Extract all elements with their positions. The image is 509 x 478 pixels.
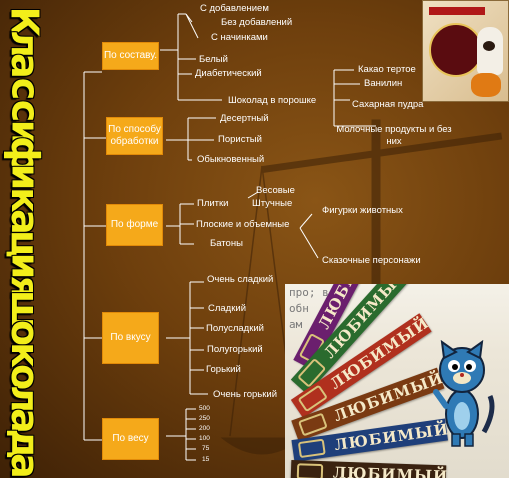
weight-item: 100 (199, 435, 210, 442)
wrapper-orange (471, 73, 501, 97)
wrapper-strip (429, 7, 485, 15)
page-text: обн (289, 302, 309, 315)
category-label: По весу (112, 433, 149, 444)
powder-component: Какао тертое (358, 64, 416, 75)
category-label: По способу обработки (108, 124, 161, 147)
title-letter: а (3, 53, 47, 80)
category-taste-box: По вкусу (102, 312, 159, 364)
category-label: По форме (110, 219, 159, 230)
category-processing-box: По способу обработки (106, 117, 163, 155)
taste-item: Полусладкий (206, 323, 264, 334)
title-letter: с (3, 99, 47, 123)
powder-component: Сахарная пудра (352, 99, 424, 110)
page-text: про; в (289, 286, 329, 299)
cat-mascot-icon (433, 340, 495, 447)
weight-item: 250 (199, 415, 210, 422)
shape-subtype: Сказочные персонажи (322, 255, 421, 266)
taste-item: Горький (206, 364, 241, 375)
weight-item: 75 (202, 445, 210, 452)
composition-item: С добавлением (200, 3, 269, 14)
processing-item: Обыкновенный (197, 154, 265, 165)
cow-spot (483, 41, 495, 51)
category-composition-box: По составу. (102, 42, 159, 70)
weight-item: 200 (199, 425, 210, 432)
shape-subtype: Фигурки животных (322, 205, 403, 216)
chocolate-wrapper-photo (422, 0, 509, 102)
powder-component: Ванилин (364, 78, 403, 89)
processing-item: Пористый (218, 134, 262, 145)
taste-item: Полугорький (207, 344, 263, 355)
shape-item: Батоны (210, 238, 243, 249)
cow-figure (477, 27, 503, 75)
composition-item: Диабетический (195, 68, 262, 79)
shape-item: Плоские и объемные (196, 219, 290, 230)
shape-item: Весовые (256, 185, 295, 196)
taste-item: Сладкий (208, 303, 246, 314)
composition-item: Без добавлений (221, 17, 293, 28)
title-letter: а (3, 452, 47, 478)
shape-item: Штучные (252, 198, 293, 209)
processing-item: Десертный (220, 113, 269, 124)
category-shape-box: По форме (106, 204, 163, 246)
chocolate-bar: ЛЮБИМЫЙ (290, 460, 449, 478)
category-label: По составу. (103, 50, 158, 61)
powder-component: Молочные продукты и без них (336, 124, 452, 147)
taste-item: Очень горький (213, 389, 277, 400)
weight-item: 500 (199, 405, 210, 412)
title-letter: с (3, 77, 47, 100)
weight-item: 15 (202, 456, 210, 463)
wrapper-emblem (429, 23, 483, 77)
shape-item: Плитки (197, 198, 229, 209)
page-text: ам (289, 318, 303, 331)
composition-item: С начинками (211, 32, 268, 43)
composition-item: Шоколад в порошке (228, 95, 317, 106)
category-weight-box: По весу (102, 418, 159, 460)
composition-item: Белый (199, 54, 228, 65)
taste-item: Очень сладкий (207, 274, 274, 285)
category-label: По вкусу (110, 332, 151, 343)
